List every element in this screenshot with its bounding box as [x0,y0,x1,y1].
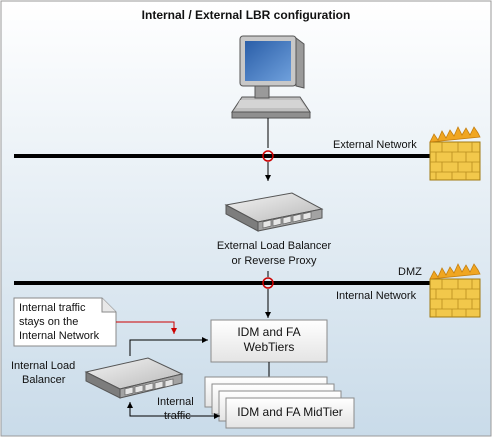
midtier-label: IDM and FA MidTier [237,405,343,419]
ilb-label-line2: Balancer [22,374,66,386]
diagram-title: Internal / External LBR configuration [141,8,351,22]
internal-junction [262,277,274,289]
midtier-box [225,397,355,429]
note-text-line3: Internal Network [19,330,100,342]
midtier-stack [204,376,355,429]
note-arrow [116,321,177,334]
firewall-icon [429,126,481,181]
internal-traffic-label-line1: Internal [157,396,194,408]
ilb-label-line1: Internal Load [11,360,76,372]
elb-label-line2: or Reverse Proxy [231,255,317,267]
internal-traffic-label-line2: traffic [164,410,191,422]
computer-icon [231,35,311,119]
dmz-label: DMZ [398,266,422,278]
load-balancer-icon [84,357,184,399]
webtier-label-line2: WebTiers [243,340,295,354]
webtier-label-line1: IDM and FA [237,325,301,339]
webtier-box [210,319,328,363]
external-network-label: External Network [333,139,417,151]
load-balancer-icon [224,192,324,232]
ilb-to-webtier-arrow [129,337,208,356]
firewall-icon [429,263,481,318]
elb-label-line1: External Load Balancer [216,240,332,252]
note-text-line1: Internal traffic [19,302,86,314]
note-text-line2: stays on the [19,316,79,328]
external-junction [262,150,274,162]
note-icon [13,297,117,347]
internal-network-label: Internal Network [336,290,417,302]
